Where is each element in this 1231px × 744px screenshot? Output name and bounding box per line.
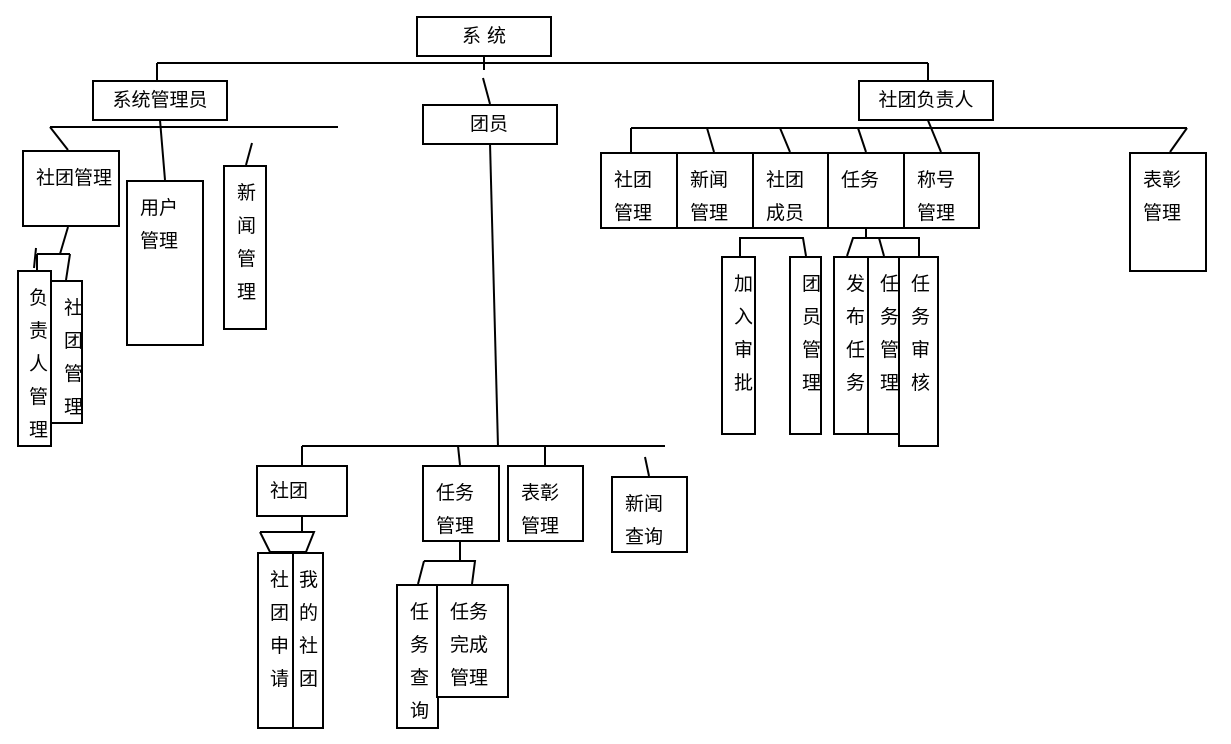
node-l-task: 任务 [827,152,905,229]
node-usermgmt: 用户管理 [126,180,204,346]
node-m-praise: 表彰管理 [507,465,584,542]
node-m-club: 社团 [256,465,348,517]
node-task-query: 任务查询 [396,584,439,729]
node-publish-task: 发布任务 [833,256,871,435]
node-member: 团员 [422,104,558,145]
node-l-club: 社团管理 [600,152,678,229]
node-newsmgmt-admin: 新闻管理 [223,165,267,330]
node-root: 系 统 [416,16,552,57]
node-my-club: 我的社团 [292,552,324,729]
node-l-news: 新闻管理 [676,152,754,229]
node-l-praise: 表彰管理 [1129,152,1207,272]
node-task-complete: 任务完成管理 [436,584,509,698]
node-m-news: 新闻查询 [611,476,688,553]
node-respmgmt: 负责人管理 [17,270,52,447]
node-l-members: 社团成员 [752,152,830,229]
node-clubmgmt: 社团管理 [22,150,120,227]
node-l-title: 称号管理 [903,152,980,229]
node-m-task: 任务管理 [422,465,500,542]
node-leader: 社团负责人 [858,80,994,121]
node-member-mgmt: 团员管理 [789,256,822,435]
node-clubmgmt-sub: 社团管理 [50,280,83,424]
node-club-apply: 社团申请 [257,552,294,729]
node-sysadmin: 系统管理员 [92,80,228,121]
node-task-mgmt: 任务管理 [867,256,903,435]
node-join-approve: 加入审批 [721,256,756,435]
node-task-review: 任务审核 [898,256,939,447]
